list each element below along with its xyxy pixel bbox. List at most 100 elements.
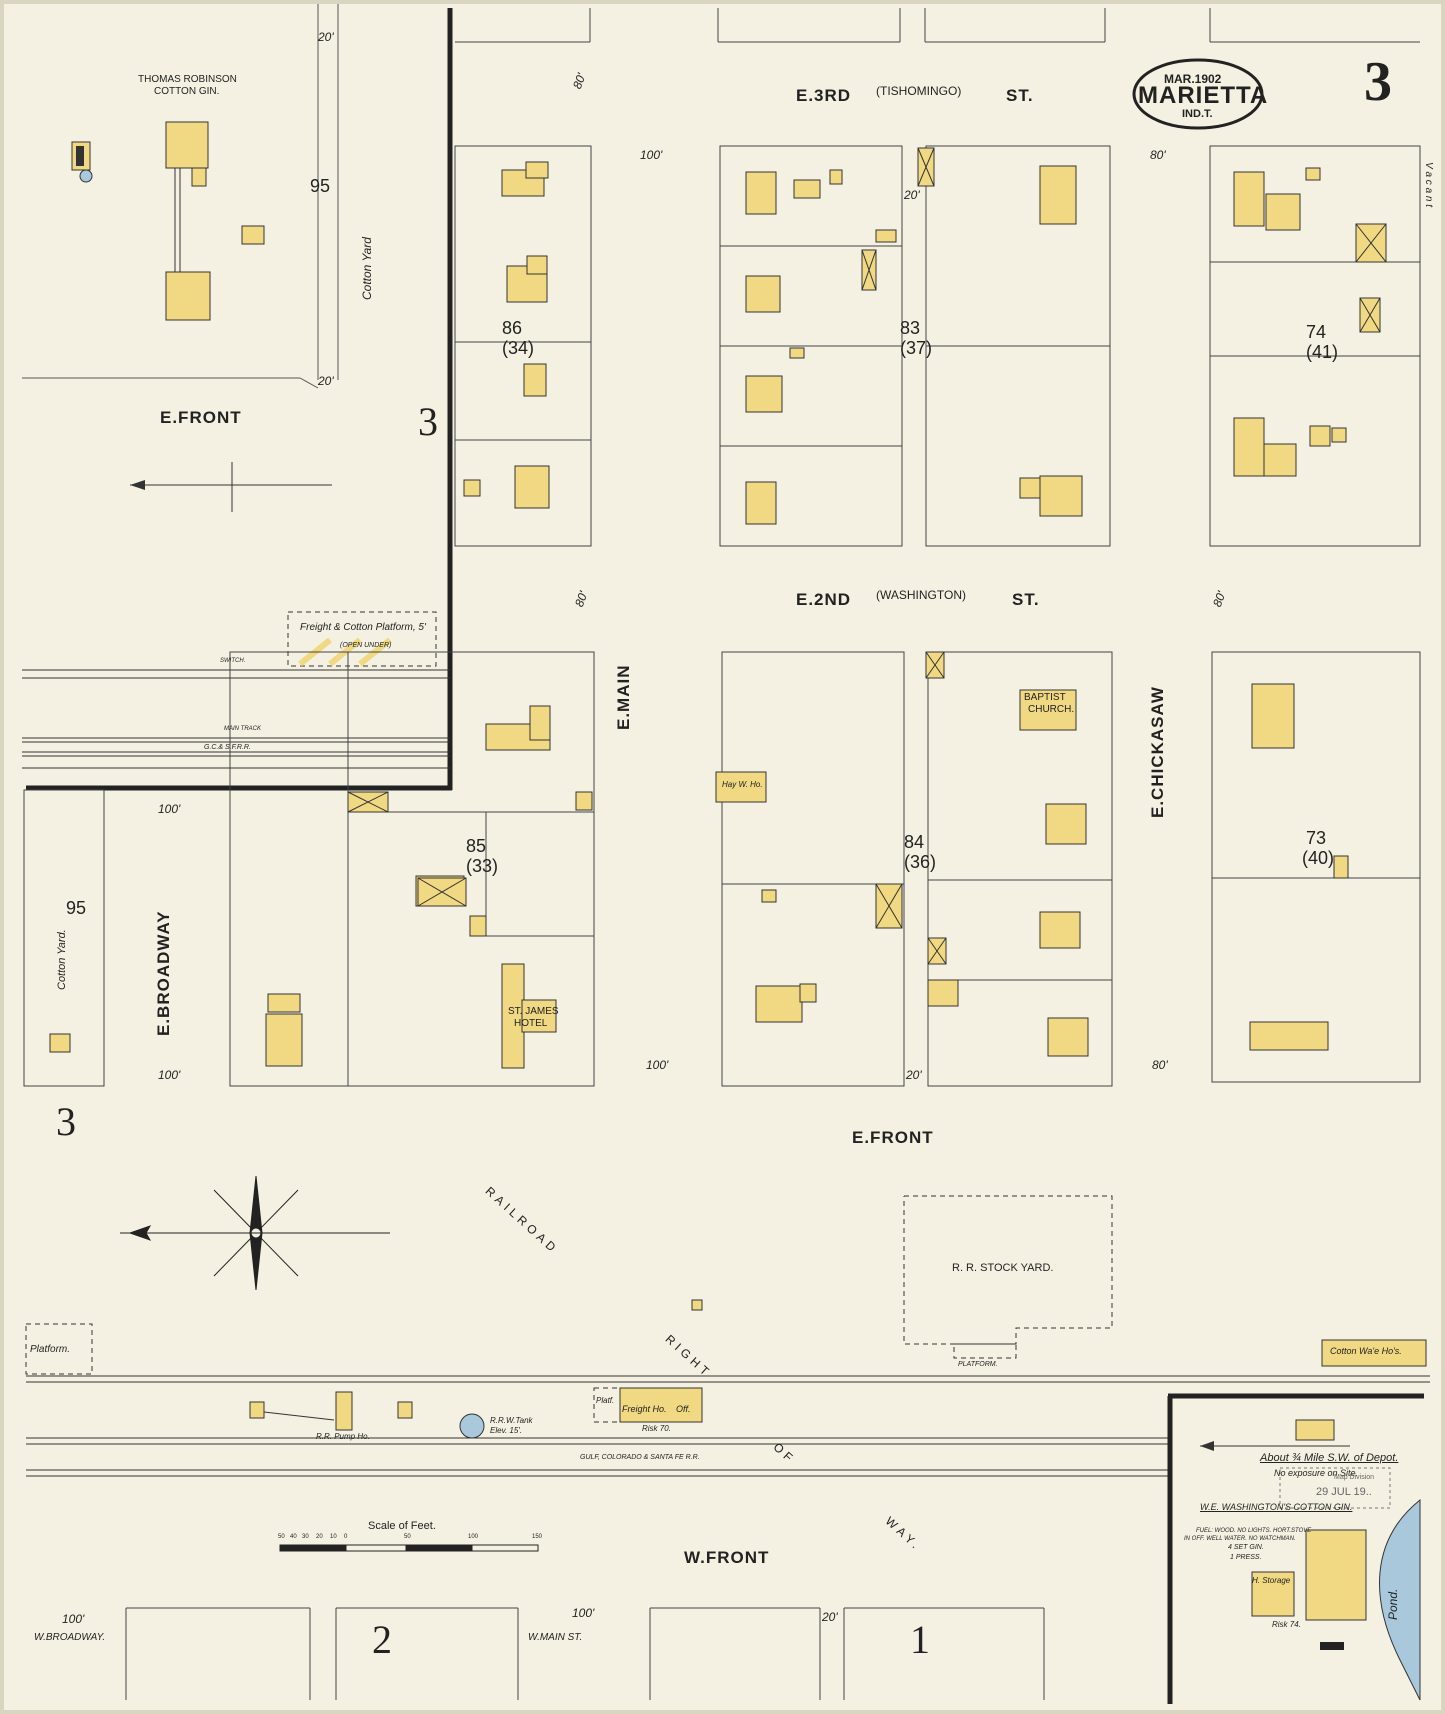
gin-fuel-label: FUEL: WOOD. NO LIGHTS. HORT.STOVE <box>1196 1528 1312 1534</box>
street-e-chickasaw: E.CHICKASAW <box>1148 686 1167 818</box>
sheet-ref: 2 <box>372 1617 392 1662</box>
scale-tick: 50 <box>278 1534 285 1540</box>
freight-house-label: Freight Ho. <box>622 1404 667 1414</box>
platform-label-2: Platform. <box>30 1344 71 1355</box>
depot-distance-label: About ¾ Mile S.W. of Depot. <box>1260 1452 1399 1464</box>
cotton-yard-label-2: Cotton Yard. <box>56 929 68 990</box>
map-town-title: MARIETTA <box>1138 82 1269 109</box>
inset-washington-gin <box>1167 1393 1426 1704</box>
street-e-front-inset: E.FRONT <box>160 408 242 427</box>
sheet-ref: 1 <box>910 1617 930 1662</box>
main-track-label: MAIN TRACK <box>224 726 262 732</box>
pump-house-label: R.R. Pump Ho. <box>316 1432 370 1441</box>
street-e2nd: E.2ND <box>796 590 852 609</box>
map-date: MAR.1902 <box>1164 72 1222 86</box>
street-w-front: W.FRONT <box>684 1548 770 1567</box>
title-oval <box>1132 58 1264 130</box>
stamp-division: Map Division <box>1334 1474 1375 1481</box>
railroad-tracks <box>26 1375 1430 1477</box>
hay-warehouse-label: Hay W. Ho. <box>722 780 763 789</box>
street-e-broadway: E.BROADWAY <box>154 910 173 1036</box>
st-james-hotel-label-2: HOTEL <box>514 1018 548 1029</box>
robinson-gin-label-2: COTTON GIN. <box>154 86 220 97</box>
block-number: 74 <box>1306 322 1327 342</box>
cotton-yard-label: Cotton Yard <box>360 237 374 300</box>
dimension-label: 100' <box>640 148 663 162</box>
water-tank-label-2: Elev. 15'. <box>490 1426 523 1435</box>
open-under-label: (OPEN UNDER) <box>340 642 392 649</box>
block-number-old: (37) <box>900 338 933 358</box>
dimension-label: 80' <box>1152 1058 1168 1072</box>
scale-title: Scale of Feet. <box>368 1520 436 1532</box>
street-e-main: E.MAIN <box>614 664 633 731</box>
gin-press-label: 1 PRESS. <box>1230 1554 1262 1561</box>
block-number: 83 <box>900 318 921 338</box>
dimension-label: 20' <box>318 374 334 388</box>
dimension-label: 80' <box>1150 148 1166 162</box>
block-number: 84 <box>904 832 925 852</box>
water-tank-label: R.R.W.Tank <box>490 1416 533 1425</box>
street-e-front: E.FRONT <box>852 1128 934 1147</box>
gcsf-inset-label: G.C.& S.F.R.R. <box>204 744 251 751</box>
block-number-old: (36) <box>904 852 937 872</box>
scale-tick: 20 <box>316 1534 323 1540</box>
platform-short-label: Platf. <box>596 1396 615 1405</box>
cotton-warehouses-label: Cotton Wa'e Ho's. <box>1330 1346 1402 1356</box>
risk-74-label: Risk 74. <box>1272 1620 1301 1629</box>
street-e2nd-alt: (WASHINGTON) <box>876 588 966 602</box>
dimension-label: 20' <box>904 188 920 202</box>
block-number-old: (34) <box>502 338 535 358</box>
block-number-old: (33) <box>466 856 499 876</box>
gin-saws-label: 4 SET GIN. <box>1228 1544 1264 1551</box>
city-blocks <box>23 8 1421 1700</box>
block-number: 73 <box>1306 828 1327 848</box>
robinson-gin-label: THOMAS ROBINSON <box>138 74 237 85</box>
inset-cotton-gin <box>22 0 453 791</box>
pond-label: Pond. <box>1386 1588 1400 1620</box>
office-label: Off. <box>676 1404 691 1414</box>
sheet-number: 3 <box>1364 51 1392 113</box>
baptist-church-label-2: CHURCH. <box>1028 704 1075 715</box>
dimension-label: 100' <box>62 1612 85 1626</box>
baptist-church-label: BAPTIST <box>1024 692 1066 703</box>
dimension-label: 100' <box>572 1606 595 1620</box>
risk-70-label: Risk 70. <box>642 1424 671 1433</box>
washington-gin-label: W.E. WASHINGTON'S COTTON GIN. <box>1200 1502 1353 1512</box>
scale-tick: 30 <box>302 1534 309 1540</box>
stock-yard-label: R. R. STOCK YARD. <box>952 1262 1054 1274</box>
sheds <box>347 147 1387 965</box>
platform-label: PLATFORM. <box>958 1361 998 1368</box>
switch-label: SWITCH. <box>220 658 246 664</box>
block-number-old: (41) <box>1306 342 1339 362</box>
block-number: 95 <box>310 176 331 196</box>
scale-tick: 10 <box>330 1534 337 1540</box>
block-number: 85 <box>466 836 487 856</box>
no-exposure-label: No exposure on Site. <box>1274 1468 1359 1478</box>
scale-tick: 50 <box>404 1534 411 1540</box>
stock-yard <box>25 1195 1113 1423</box>
street-w-broadway: W.BROADWAY. <box>34 1632 106 1643</box>
freight-platform-label: Freight & Cotton Platform, 5' <box>300 622 426 633</box>
dimension-label: 100' <box>646 1058 669 1072</box>
sheet-ref: 3 <box>418 399 438 444</box>
dimension-label: 100' <box>158 1068 181 1082</box>
dimension-label: 20' <box>906 1068 922 1082</box>
scale-tick: 0 <box>344 1534 348 1540</box>
map-territory: IND.T. <box>1182 108 1213 120</box>
street-w-main: W.MAIN ST. <box>528 1632 583 1643</box>
dimension-label: 100' <box>158 802 181 816</box>
dimension-label: 20' <box>318 30 334 44</box>
street-e2nd-st: ST. <box>1012 590 1040 609</box>
st-james-hotel-label: ST. JAMES <box>508 1006 559 1017</box>
vacant-label: V a c a n t <box>1423 162 1434 208</box>
sheet-ref: 3 <box>56 1099 76 1144</box>
street-e3rd-st: ST. <box>1006 86 1034 105</box>
gin-fuel-label-2: IN OFF. WELL WATER. NO WATCHMAN. <box>1184 1536 1296 1542</box>
block-number: 95 <box>66 898 87 918</box>
stamp-date: 29 JUL 19.. <box>1316 1486 1372 1498</box>
scale-tick: 100 <box>468 1534 479 1540</box>
compass-rose-icon <box>120 1175 390 1291</box>
dimension-label: 20' <box>822 1610 838 1624</box>
street-e3rd-alt: (TISHOMINGO) <box>876 84 962 98</box>
